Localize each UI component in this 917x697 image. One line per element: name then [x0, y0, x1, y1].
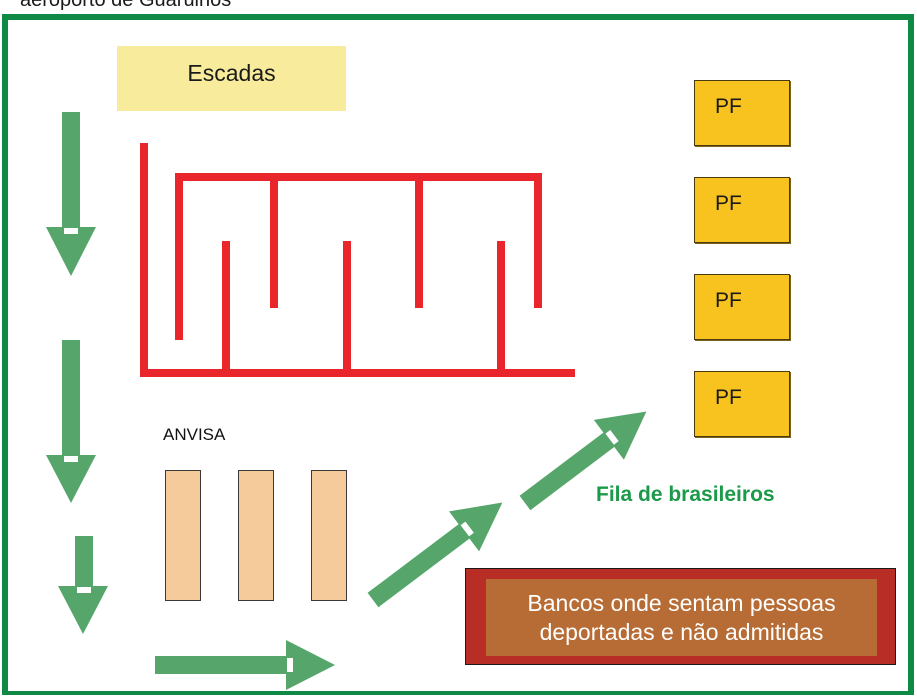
pf-booth-1: PF [694, 80, 790, 146]
arrow-down-icon [58, 536, 108, 634]
pf-label: PF [715, 289, 742, 312]
bancos-label: Bancos onde sentam pessoas deportadas e … [486, 579, 877, 656]
anvisa-desk-1 [165, 470, 201, 601]
anvisa-desk-2 [238, 470, 274, 601]
arrow-right-icon [155, 640, 335, 690]
arrow-down-icon [46, 340, 96, 503]
fila-brasileiros-label: Fila de brasileiros [596, 483, 775, 506]
anvisa-desk-3 [311, 470, 347, 601]
pf-booth-4: PF [694, 371, 790, 437]
pf-label: PF [715, 95, 742, 118]
escadas-box: Escadas [117, 46, 346, 111]
arrow-diagonal-icon [519, 411, 647, 511]
pf-booth-2: PF [694, 177, 790, 243]
queue-barriers [140, 143, 575, 377]
flow-arrows [46, 112, 647, 690]
arrow-down-icon [46, 112, 96, 276]
anvisa-label: ANVISA [163, 425, 226, 444]
terminal-frame [2, 14, 914, 695]
bancos-box: Bancos onde sentam pessoas deportadas e … [465, 568, 896, 665]
pf-booth-3: PF [694, 274, 790, 340]
escadas-label: Escadas [187, 60, 276, 86]
pf-label: PF [715, 386, 742, 409]
diagram-caption: aeroporto de Guarulhos [20, 0, 232, 11]
arrow-diagonal-icon [367, 502, 503, 608]
pf-label: PF [715, 192, 742, 215]
